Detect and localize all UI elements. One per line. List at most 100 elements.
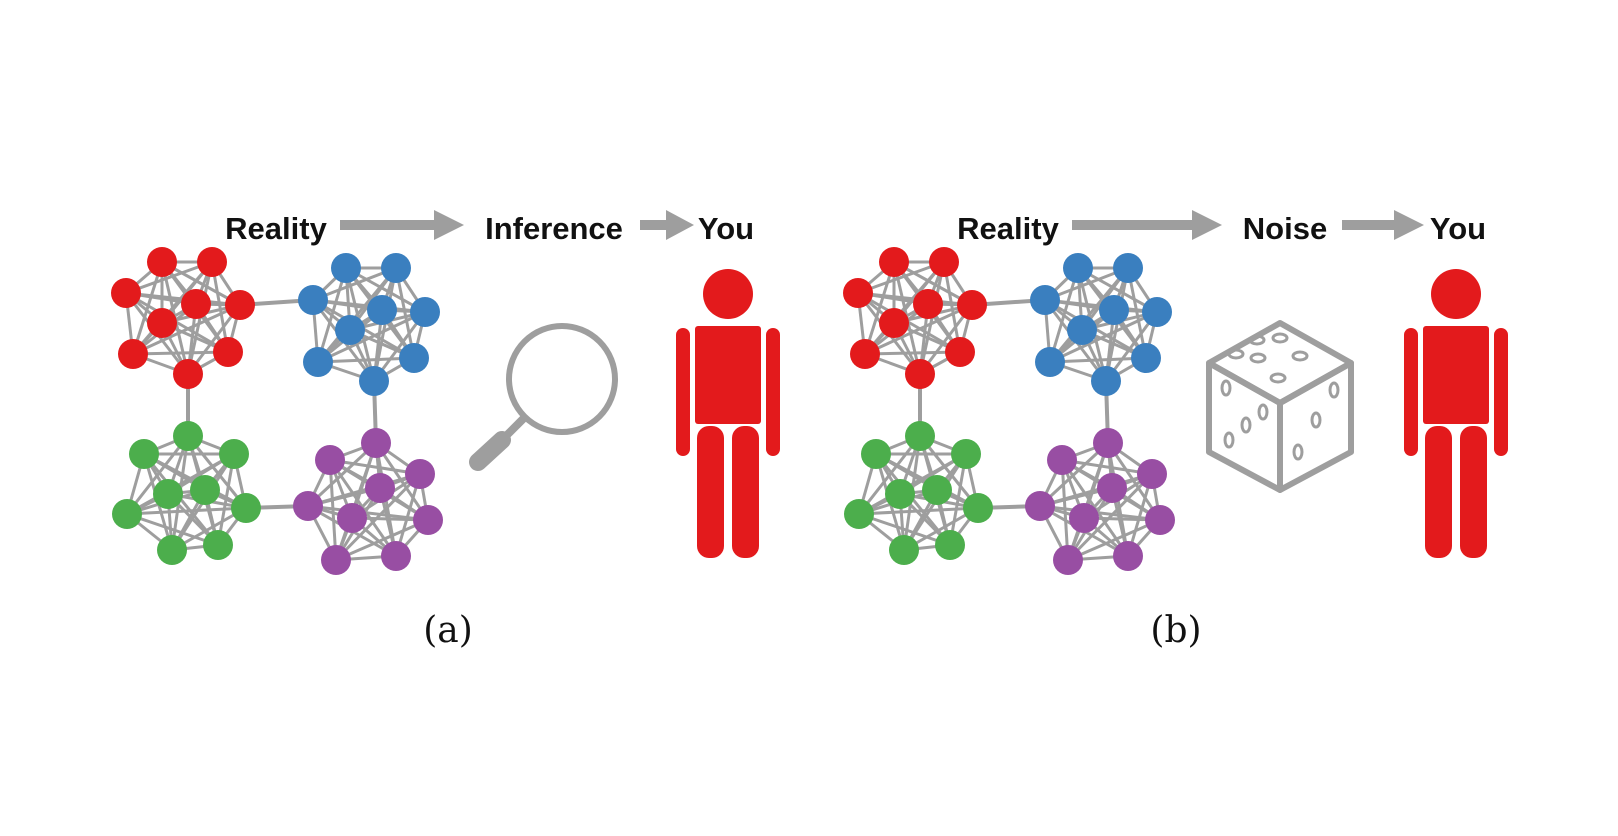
node-red [929, 247, 959, 277]
panel-b: Reality Noise You [843, 210, 1508, 651]
node-blue [303, 347, 333, 377]
node-blue [1099, 295, 1129, 325]
magnifying-glass-icon [469, 323, 618, 471]
node-red [957, 290, 987, 320]
node-green [844, 499, 874, 529]
panel-a: Reality Inference You (a) [111, 210, 780, 651]
node-blue [1131, 343, 1161, 373]
node-green [905, 421, 935, 451]
node-purple [337, 503, 367, 533]
person-icon [1404, 269, 1508, 558]
node-red [913, 289, 943, 319]
arrow-reality-to-inference [340, 210, 464, 240]
node-green [203, 530, 233, 560]
node-purple [413, 505, 443, 535]
node-purple [321, 545, 351, 575]
caption-b: (b) [1150, 610, 1201, 651]
arrow-inference-to-you [640, 210, 694, 240]
label-you: You [698, 211, 754, 246]
node-purple [1053, 545, 1083, 575]
node-blue [298, 285, 328, 315]
node-purple [293, 491, 323, 521]
node-blue [381, 253, 411, 283]
node-purple [1097, 473, 1127, 503]
cluster-green [844, 421, 993, 565]
node-green [231, 493, 261, 523]
network-diagram [111, 247, 443, 575]
node-green [219, 439, 249, 469]
node-red [147, 308, 177, 338]
node-green [889, 535, 919, 565]
cluster-red [843, 247, 987, 389]
node-green [157, 535, 187, 565]
node-purple [1137, 459, 1167, 489]
node-red [213, 337, 243, 367]
node-purple [1047, 445, 1077, 475]
cluster-purple [1025, 428, 1175, 575]
node-green [885, 479, 915, 509]
node-purple [1093, 428, 1123, 458]
node-purple [381, 541, 411, 571]
node-green [153, 479, 183, 509]
node-red [173, 359, 203, 389]
dice-icon [1206, 320, 1354, 493]
node-red [843, 278, 873, 308]
node-blue [1113, 253, 1143, 283]
node-green [861, 439, 891, 469]
arrow-reality-to-noise [1072, 210, 1222, 240]
node-blue [1035, 347, 1065, 377]
node-blue [1067, 315, 1097, 345]
node-green [951, 439, 981, 469]
node-green [112, 499, 142, 529]
node-blue [399, 343, 429, 373]
node-blue [367, 295, 397, 325]
label-you: You [1430, 211, 1486, 246]
node-blue [1063, 253, 1093, 283]
node-red [850, 339, 880, 369]
node-blue [331, 253, 361, 283]
node-blue [359, 366, 389, 396]
node-purple [315, 445, 345, 475]
cluster-purple [293, 428, 443, 575]
node-red [905, 359, 935, 389]
node-purple [1113, 541, 1143, 571]
label-noise: Noise [1243, 211, 1327, 246]
node-red [118, 339, 148, 369]
node-purple [365, 473, 395, 503]
node-green [963, 493, 993, 523]
cluster-green [112, 421, 261, 565]
node-purple [361, 428, 391, 458]
cluster-blue [1030, 253, 1172, 396]
node-green [173, 421, 203, 451]
node-blue [1030, 285, 1060, 315]
node-purple [405, 459, 435, 489]
node-red [879, 308, 909, 338]
node-purple [1145, 505, 1175, 535]
node-green [922, 475, 952, 505]
node-red [225, 290, 255, 320]
node-purple [1025, 491, 1055, 521]
node-green [935, 530, 965, 560]
node-green [190, 475, 220, 505]
node-red [181, 289, 211, 319]
network-diagram [843, 247, 1175, 575]
caption-a: (a) [423, 610, 473, 651]
cluster-red [111, 247, 255, 389]
person-icon [676, 269, 780, 558]
node-blue [1091, 366, 1121, 396]
node-red [147, 247, 177, 277]
arrow-noise-to-you [1342, 210, 1424, 240]
label-reality: Reality [957, 211, 1059, 246]
node-red [197, 247, 227, 277]
node-green [129, 439, 159, 469]
label-inference: Inference [485, 211, 623, 246]
node-blue [1142, 297, 1172, 327]
cluster-blue [298, 253, 440, 396]
node-blue [410, 297, 440, 327]
node-red [111, 278, 141, 308]
node-blue [335, 315, 365, 345]
node-red [945, 337, 975, 367]
node-red [879, 247, 909, 277]
node-purple [1069, 503, 1099, 533]
